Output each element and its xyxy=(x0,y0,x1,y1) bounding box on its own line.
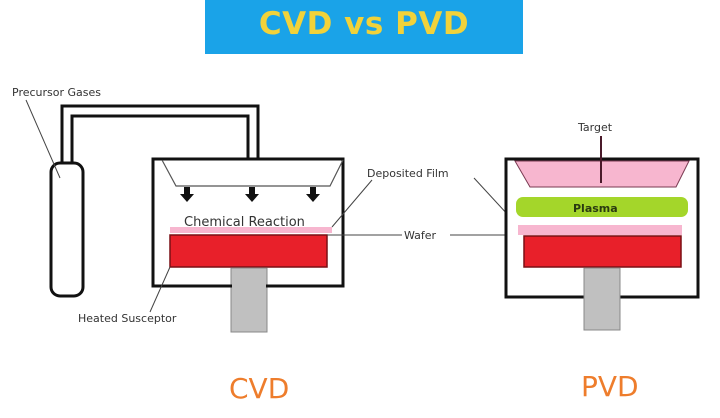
label-heated-susceptor: Heated Susceptor xyxy=(78,312,177,325)
leader-deposited-film-cvd xyxy=(331,179,373,228)
diagram-title: CVD vs PVD xyxy=(258,6,470,42)
title-banner: CVD vs PVD xyxy=(205,0,523,54)
label-chemical-reaction: Chemical Reaction xyxy=(184,215,305,230)
label-precursor-gases: Precursor Gases xyxy=(12,86,101,99)
cvd-showerhead xyxy=(161,159,344,187)
pvd-plasma xyxy=(516,197,688,217)
leader-heated-susceptor xyxy=(149,266,171,313)
pvd-deposited-film xyxy=(518,225,682,235)
pvd-stand xyxy=(583,267,621,331)
caption-cvd: CVD xyxy=(229,372,290,405)
gas-pipes xyxy=(60,104,260,172)
gas-cylinder xyxy=(49,161,85,298)
gas-flow-arrows xyxy=(180,187,320,202)
label-wafer: Wafer xyxy=(404,229,437,242)
label-plasma: Plasma xyxy=(573,202,618,215)
caption-pvd: PVD xyxy=(581,370,639,403)
pvd-susceptor xyxy=(523,235,682,268)
cvd-deposited-film xyxy=(170,227,332,233)
cvd-heated-susceptor xyxy=(169,234,328,268)
label-target: Target xyxy=(577,121,613,134)
label-deposited-film: Deposited Film xyxy=(367,167,449,180)
leader-precursor-gases xyxy=(25,99,61,179)
